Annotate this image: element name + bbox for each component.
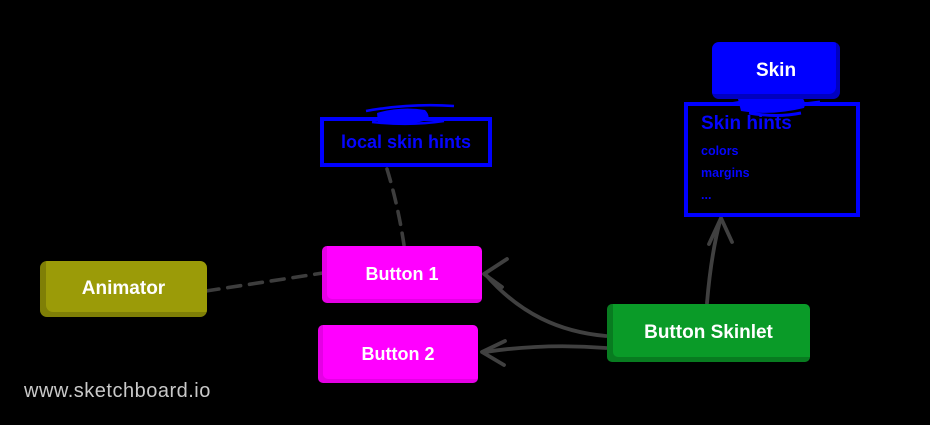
node-skin-hints[interactable]: Skin hints colors margins ... [684,102,860,217]
skin-hints-attr-ellipsis: ... [701,188,712,202]
edge-skinlet-button2[interactable] [483,344,608,354]
edge-skinlet-button1[interactable] [484,273,608,338]
node-skin[interactable]: Skin [712,42,840,99]
node-animator[interactable]: Animator [40,261,207,317]
button1-label: Button 1 [365,264,439,284]
skin-hints-title: Skin hints [701,113,792,134]
arrowhead-skinhints [707,216,734,246]
edge-animator-button1[interactable] [204,271,325,293]
local-skin-hints-label: local skin hints [340,131,472,152]
animator-label: Animator [81,278,166,299]
skin-hints-attr-margins: margins [701,166,750,180]
arrowhead-button1 [482,257,509,289]
edge-localhints-button1[interactable] [385,167,406,247]
node-button1[interactable]: Button 1 [322,246,482,303]
button2-label: Button 2 [361,343,435,364]
arrowhead-button2 [480,339,507,367]
skin-hints-attr-colors: colors [701,144,739,158]
node-local-skin-hints[interactable]: local skin hints [320,117,492,167]
button-skinlet-label: Button Skinlet [644,322,773,343]
node-button-skinlet[interactable]: Button Skinlet [607,304,810,362]
node-skin-label: Skin [755,59,797,81]
sketchboard-watermark: www.sketchboard.io [24,380,211,402]
node-button2[interactable]: Button 2 [318,325,478,383]
